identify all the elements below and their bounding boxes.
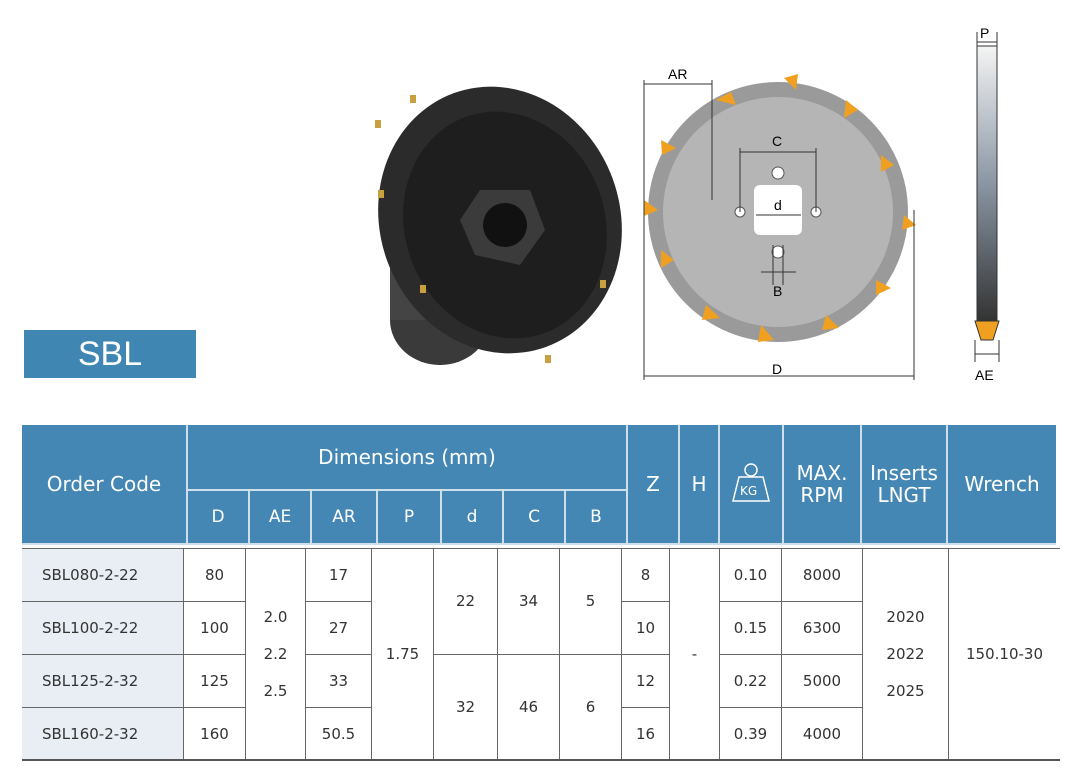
- weight-kg-icon: KG: [732, 463, 770, 502]
- header-max-rpm: MAX. RPM: [784, 425, 862, 545]
- header-c: C: [504, 491, 566, 545]
- header-z: Z: [628, 425, 680, 545]
- b-label: B: [773, 283, 782, 299]
- ae-cell: 2.0 2.2 2.5: [245, 548, 305, 760]
- header-order-code: Order Code: [22, 425, 188, 545]
- max-rpm-cell: 6300: [781, 601, 862, 654]
- weight-cell: 0.10: [719, 548, 781, 601]
- c-cell: 34: [497, 548, 559, 654]
- table-bottom-border: [22, 759, 1060, 761]
- weight-cell: 0.39: [719, 707, 781, 760]
- diameter-label: D: [772, 361, 782, 377]
- bore-cell: 32: [433, 654, 497, 760]
- header-d-diameter: D: [188, 491, 250, 545]
- ar-cell: 17: [305, 548, 371, 601]
- c-label: C: [772, 133, 782, 149]
- header-b: B: [566, 491, 628, 545]
- header-wrench: Wrench: [948, 425, 1056, 545]
- diameter-cell: 160: [183, 707, 245, 760]
- inserts-cell: 2020 2022 2025: [862, 548, 948, 760]
- teeth-count-cell: 8: [621, 548, 669, 601]
- weight-cell: 0.22: [719, 654, 781, 707]
- d-label: d: [774, 197, 782, 213]
- weight-cell: 0.15: [719, 601, 781, 654]
- p-label: P: [980, 25, 989, 41]
- h-cell: -: [669, 548, 719, 760]
- series-badge: SBL: [24, 330, 196, 378]
- header-dimensions: Dimensions (mm): [188, 425, 628, 491]
- header-h: H: [680, 425, 720, 545]
- header-ar: AR: [312, 491, 378, 545]
- header-inserts: Inserts LNGT: [862, 425, 948, 545]
- svg-text:KG: KG: [740, 484, 757, 498]
- order-code-cell: SBL160-2-32: [22, 707, 183, 760]
- b-cell: 5: [559, 548, 621, 654]
- order-code-cell: SBL080-2-22: [22, 548, 183, 601]
- cutter-side-diagram: P AE: [974, 25, 1000, 383]
- header-ae: AE: [250, 491, 312, 545]
- cutter-front-diagram: AR C d B D: [643, 66, 916, 380]
- teeth-count-cell: 16: [621, 707, 669, 760]
- teeth-count-cell: 10: [621, 601, 669, 654]
- p-cell: 1.75: [371, 548, 433, 760]
- wrench-cell: 150.10-30: [948, 548, 1060, 760]
- ar-label: AR: [668, 66, 687, 82]
- teeth-count-cell: 12: [621, 654, 669, 707]
- ae-label: AE: [975, 367, 994, 383]
- max-rpm-cell: 5000: [781, 654, 862, 707]
- diameter-cell: 80: [183, 548, 245, 601]
- product-photo: [375, 86, 622, 365]
- bore-cell: 22: [433, 548, 497, 654]
- order-code-cell: SBL125-2-32: [22, 654, 183, 707]
- b-cell: 6: [559, 654, 621, 760]
- diameter-cell: 125: [183, 654, 245, 707]
- diameter-cell: 100: [183, 601, 245, 654]
- c-cell: 46: [497, 654, 559, 760]
- header-bore-d: d: [442, 491, 504, 545]
- max-rpm-cell: 8000: [781, 548, 862, 601]
- order-code-cell: SBL100-2-22: [22, 601, 183, 654]
- header-weight: KG: [720, 425, 784, 545]
- max-rpm-cell: 4000: [781, 707, 862, 760]
- ar-cell: 33: [305, 654, 371, 707]
- ar-cell: 50.5: [305, 707, 371, 760]
- ar-cell: 27: [305, 601, 371, 654]
- header-p: P: [378, 491, 442, 545]
